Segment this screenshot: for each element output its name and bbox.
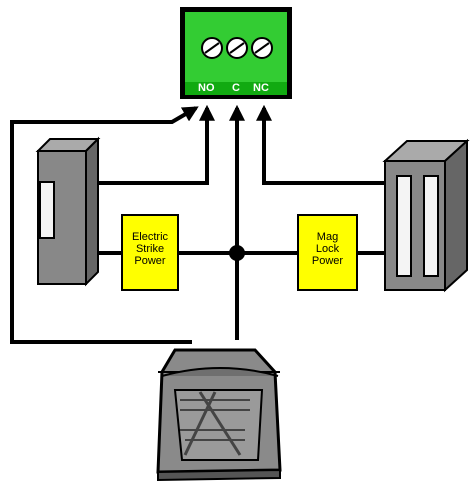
electric-strike-device-icon bbox=[35, 136, 101, 287]
terminal-label-nc: NC bbox=[253, 82, 269, 94]
terminal-label-no: NO bbox=[198, 82, 215, 94]
keypad-to-no-wire bbox=[10, 106, 199, 344]
relay-terminal-block bbox=[180, 7, 292, 99]
relay-label-strip bbox=[185, 82, 287, 95]
junction-dot bbox=[229, 245, 245, 261]
strike-power-box bbox=[121, 214, 179, 291]
screw-nc-icon bbox=[251, 37, 273, 59]
maglock-to-nc-wire bbox=[256, 104, 385, 185]
mag-lock-device-icon bbox=[382, 138, 470, 293]
strike-to-no-wire bbox=[98, 104, 215, 185]
strike-power-label: Electric Strike Power bbox=[131, 231, 169, 267]
mag-power-label: Mag Lock Power bbox=[311, 231, 344, 267]
screw-no-icon bbox=[201, 37, 223, 59]
terminal-label-c: C bbox=[232, 82, 240, 94]
screw-c-icon bbox=[226, 37, 248, 59]
keypad-reader-device-icon bbox=[156, 348, 282, 482]
mag-power-box bbox=[297, 214, 358, 291]
wiring bbox=[10, 104, 385, 344]
